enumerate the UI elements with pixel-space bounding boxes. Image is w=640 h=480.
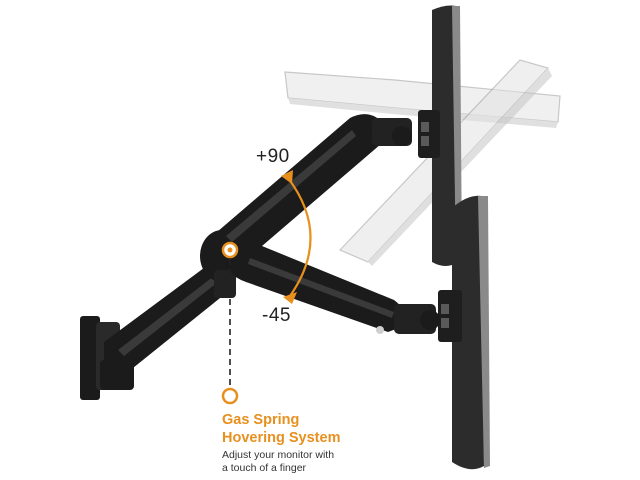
motion-range-arc bbox=[281, 170, 312, 304]
upper-gas-arm bbox=[210, 114, 412, 262]
angle-up-label: +90 bbox=[256, 146, 290, 167]
arrow-down-icon bbox=[283, 292, 297, 304]
feature-description-line2: a touch of a finger bbox=[222, 462, 307, 474]
angle-down-label: -45 bbox=[262, 305, 291, 326]
lower-gas-arm bbox=[223, 241, 440, 334]
feature-title-line2: Hovering System bbox=[222, 430, 341, 446]
wall-plate bbox=[80, 316, 134, 400]
feature-title-line1: Gas Spring bbox=[222, 412, 300, 428]
lower-arm bbox=[104, 259, 236, 374]
upper-monitor bbox=[418, 5, 462, 266]
pivot-marker-icon bbox=[221, 241, 239, 259]
feature-description-line1: Adjust your monitor with bbox=[222, 449, 335, 461]
arrow-up-icon bbox=[281, 170, 293, 184]
lower-monitor bbox=[438, 195, 490, 470]
callout-marker-icon bbox=[221, 387, 239, 405]
